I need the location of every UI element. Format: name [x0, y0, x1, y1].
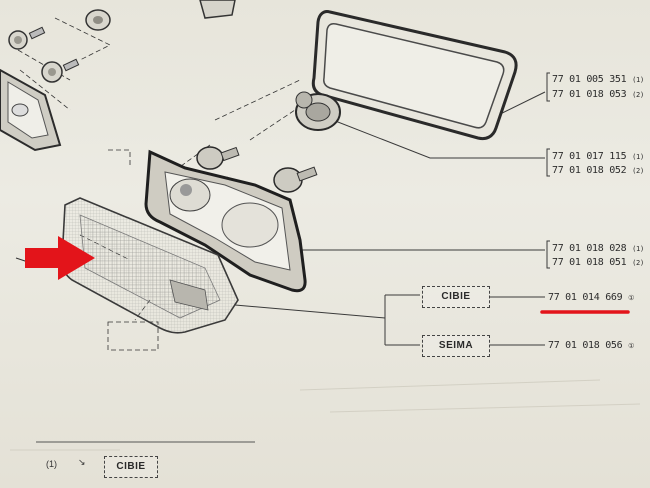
lamp-housing-drawing [144, 149, 307, 293]
grommet-drawing [295, 91, 341, 131]
arrow-down-right-icon: ↘ [78, 458, 86, 468]
footnote-box-cibie: CIBIE [104, 456, 158, 478]
supplier-part-number: 77 01 014 669 ① [548, 292, 635, 303]
part-number-label: 77 01 005 351 (1) [552, 74, 644, 85]
leader-lines [234, 72, 550, 346]
part-number-label: 77 01 018 053 (2) [552, 89, 644, 100]
supplier-part-number: 77 01 018 056 ① [548, 340, 635, 351]
part-number-label: 77 01 018 052 (2) [552, 165, 644, 176]
background-print [10, 379, 641, 451]
gasket-drawing [311, 10, 518, 141]
part-number-label: 77 01 018 028 (1) [552, 243, 644, 254]
part-number-label: 77 01 017 115 (1) [552, 151, 644, 162]
bulb-holders [196, 146, 318, 193]
footnote-marker: (1) [46, 459, 57, 469]
upper-left-lamp-assembly [0, 0, 236, 152]
supplier-box-seima: SEIMA [422, 335, 490, 357]
supplier-box-cibie: CIBIE [422, 286, 490, 308]
red-arrow-marker [25, 236, 95, 280]
part-number-label: 77 01 018 051 (2) [552, 257, 644, 268]
lamp-lens-drawing [61, 197, 239, 334]
